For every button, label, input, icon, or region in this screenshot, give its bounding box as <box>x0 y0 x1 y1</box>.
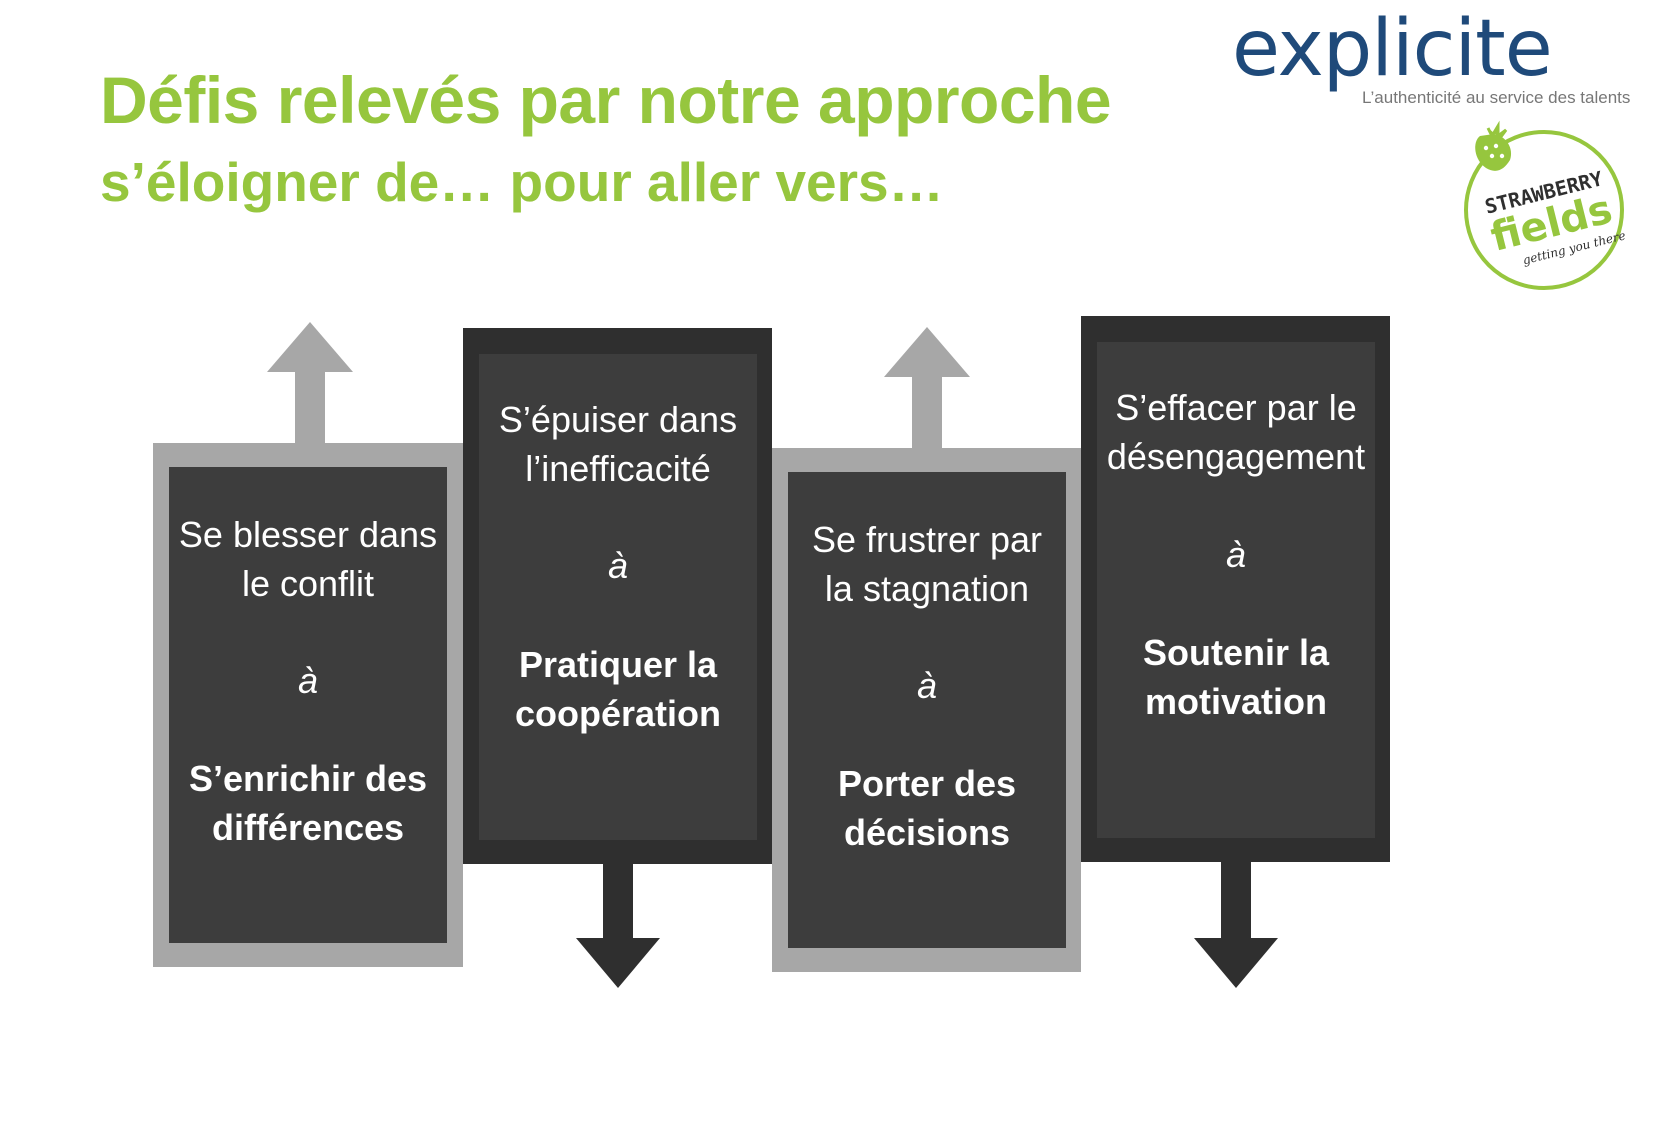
step-from-line-2: la stagnation <box>824 568 1030 609</box>
step-from-line-1: S’effacer par le <box>1115 387 1357 428</box>
down-arrow-icon <box>576 864 660 988</box>
step-card-1: Se blesser dans le conflit à S’enrichir … <box>153 443 463 967</box>
step-from-line-2: l’inefficacité <box>525 448 711 489</box>
step-card-2: S’épuiser dans l’inefficacité à Pratique… <box>463 328 772 864</box>
step-to-line-1: Porter des <box>837 763 1017 804</box>
step-to-line-2: différences <box>211 807 405 848</box>
step-connector: à <box>607 545 629 586</box>
step-card-3: Se frustrer par la stagnation à Porter d… <box>772 448 1081 972</box>
up-arrow-icon <box>267 322 353 446</box>
step-card-panel: S’effacer par le désengagement à Souteni… <box>1097 342 1375 838</box>
step-connector: à <box>297 660 319 701</box>
strawberry-icon <box>1475 120 1512 171</box>
explicite-logo: explicite <box>1232 4 1553 94</box>
step-to-line-2: coopération <box>514 693 721 734</box>
step-connector: à <box>1225 534 1247 575</box>
step-card-panel: Se frustrer par la stagnation à Porter d… <box>788 472 1066 948</box>
step-to-line-2: motivation <box>1144 681 1327 722</box>
step-to-line-1: Soutenir la <box>1142 632 1330 673</box>
step-from-line-1: Se blesser dans <box>178 514 438 555</box>
step-card-4: S’effacer par le désengagement à Souteni… <box>1081 316 1390 862</box>
step-from-line-2: désengagement <box>1106 436 1366 477</box>
page-subtitle: s’éloigner de… pour aller vers… <box>100 151 944 213</box>
page-title: Défis relevés par notre approche <box>100 63 1112 137</box>
step-from-line-1: Se frustrer par <box>811 519 1043 560</box>
step-connector: à <box>916 665 938 706</box>
up-arrow-icon <box>884 327 970 451</box>
step-from-line-2: le conflit <box>241 563 375 604</box>
step-card-panel: S’épuiser dans l’inefficacité à Pratique… <box>479 354 757 840</box>
strawberry-fields-logo: STRAWBERRY fields getting you there <box>1464 120 1627 290</box>
step-card-panel: Se blesser dans le conflit à S’enrichir … <box>169 467 447 943</box>
down-arrow-icon <box>1194 862 1278 988</box>
step-to-line-2: décisions <box>843 812 1011 853</box>
explicite-logo-tagline: L’authenticité au service des talents <box>1362 88 1631 107</box>
step-from-line-1: S’épuiser dans <box>498 399 738 440</box>
step-to-line-1: S’enrichir des <box>188 758 428 799</box>
step-to-line-1: Pratiquer la <box>518 644 718 685</box>
